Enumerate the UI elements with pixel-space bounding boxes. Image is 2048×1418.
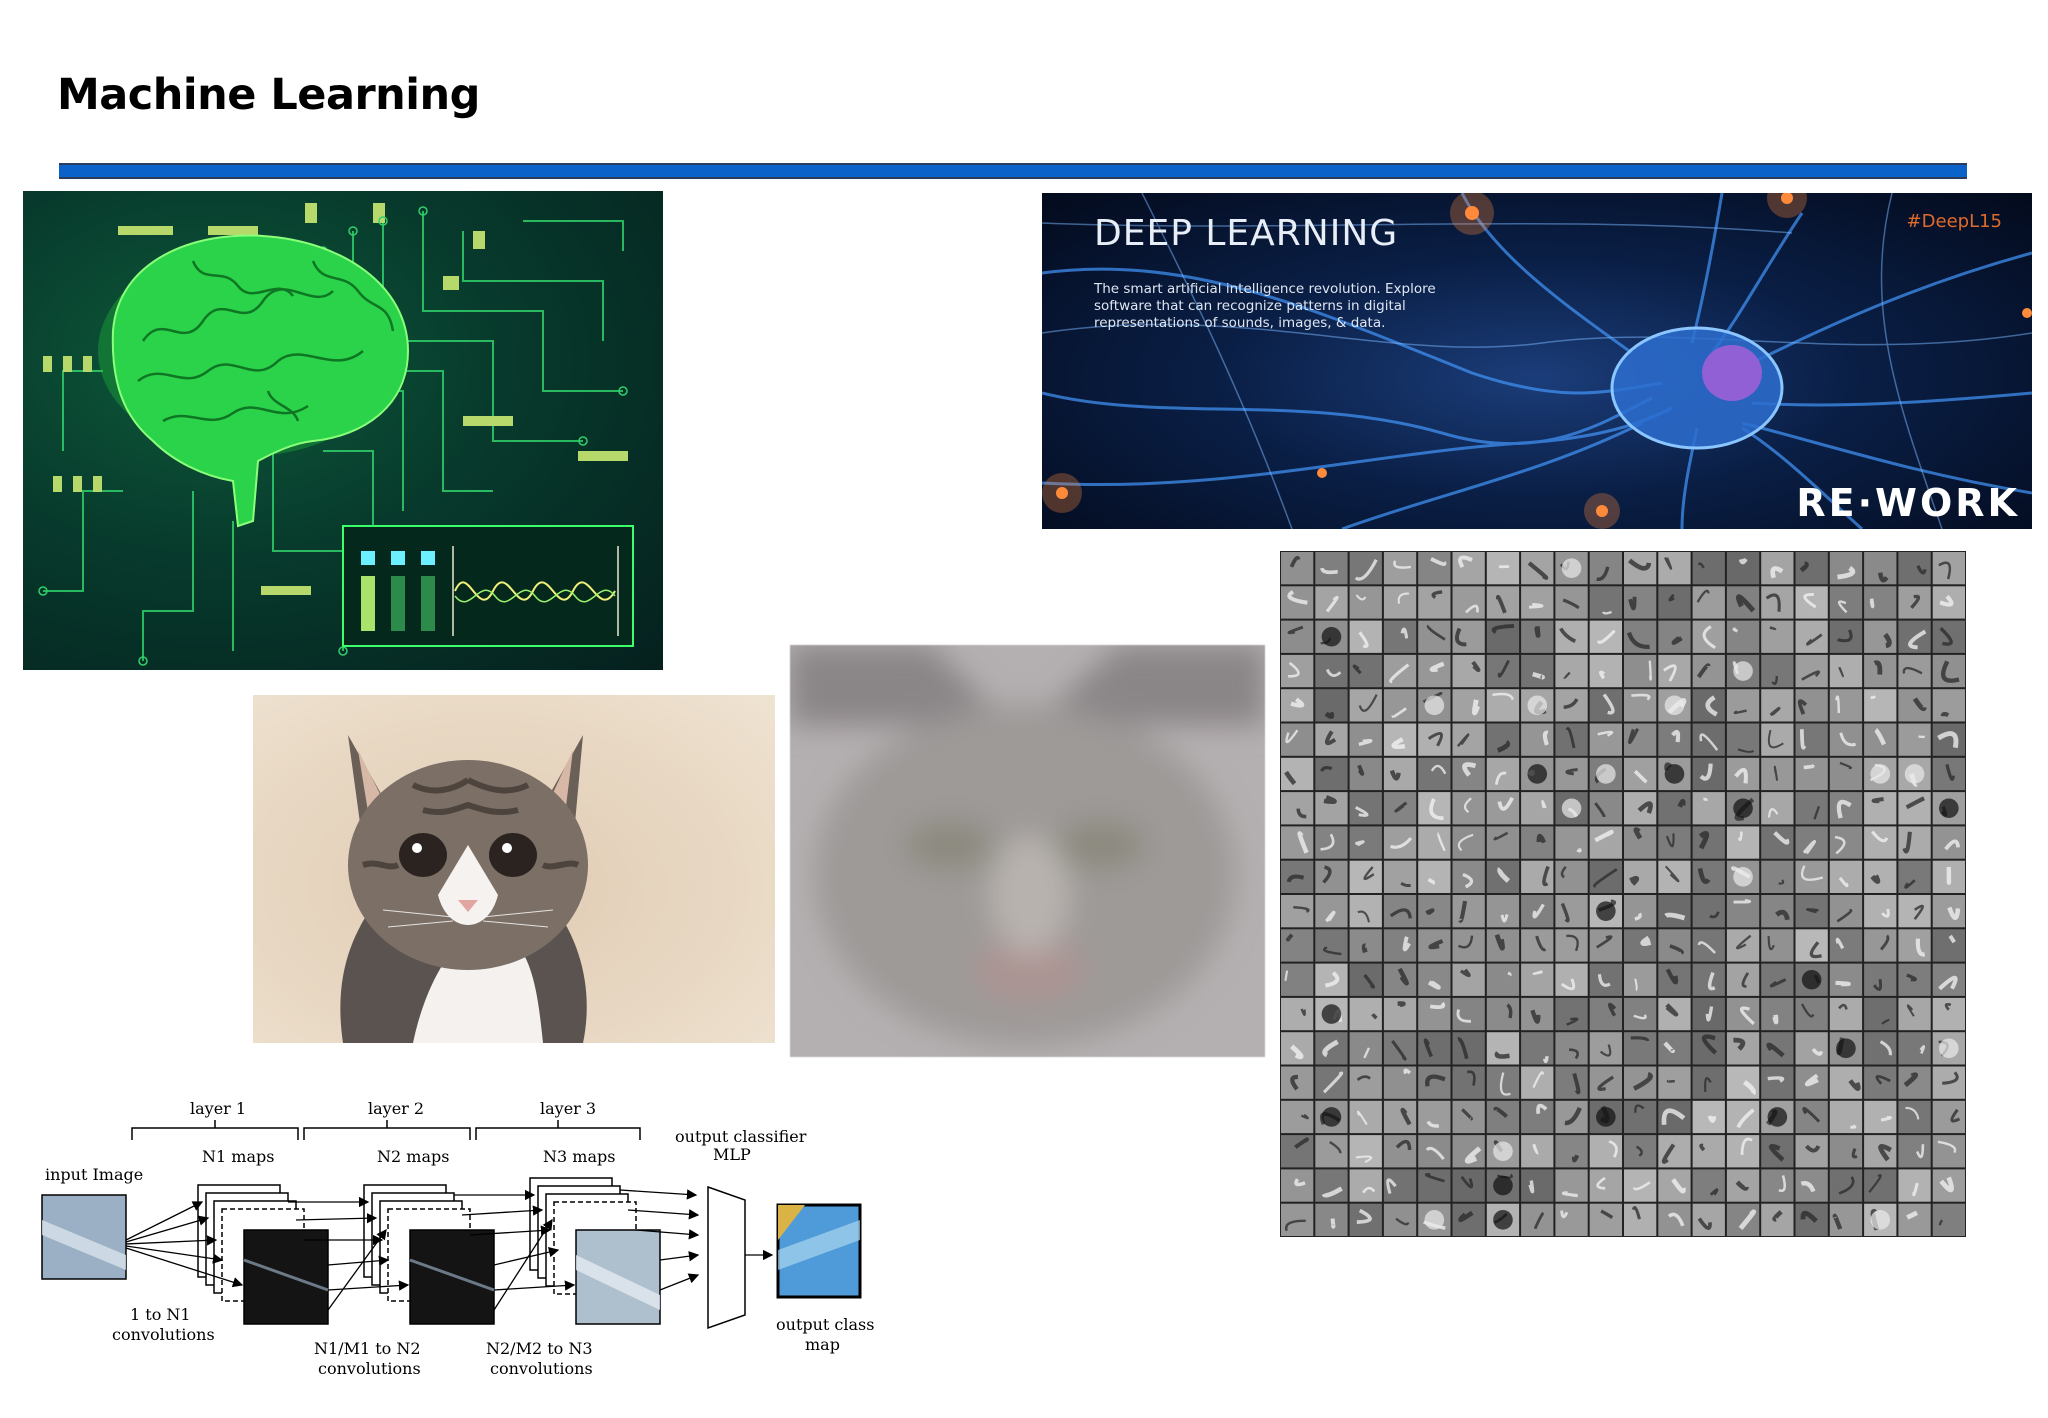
deep-learning-heading: DEEP LEARNING — [1094, 213, 1399, 254]
layer1-label: layer 1 — [190, 1099, 246, 1118]
reconstructed-cat-graphic — [790, 645, 1265, 1057]
n3-maps-label: N3 maps — [543, 1147, 615, 1166]
waveform-panel — [342, 525, 634, 647]
input-image-label: input Image — [45, 1165, 143, 1184]
rework-logo: RE·WORK — [1796, 481, 2020, 525]
layer2-label: layer 2 — [368, 1099, 424, 1118]
conv1-label-line1: 1 to N1 — [130, 1305, 191, 1324]
mlp-classifier-shape — [707, 1185, 746, 1330]
brain-circuit-image — [23, 191, 663, 670]
neuron-graphic — [1042, 193, 2032, 529]
deep-learning-banner: DEEP LEARNING The smart artificial intel… — [1042, 193, 2032, 529]
n2-maps-label: N2 maps — [377, 1147, 449, 1166]
deep-learning-hashtag: #DeepL15 — [1906, 211, 2002, 232]
cat-graphic — [340, 735, 588, 1043]
learned-features-grid — [1280, 551, 1966, 1237]
output-class-label-line1: output class — [776, 1315, 874, 1334]
features-graphic — [1281, 552, 1965, 1236]
deep-learning-description: The smart artificial intelligence revolu… — [1094, 281, 1436, 331]
title-divider — [59, 163, 1967, 179]
n2-feature-map — [409, 1229, 495, 1325]
output-class-label-line2: map — [805, 1335, 840, 1354]
brain-circuit-graphic — [38, 203, 634, 666]
conv3-label-line2: convolutions — [490, 1359, 593, 1378]
mlp-label: MLP — [713, 1145, 751, 1164]
conv1-label-line2: convolutions — [112, 1325, 215, 1344]
cnn-architecture-diagram: layer 1 layer 2 layer 3 N1 maps N2 maps … — [30, 1090, 890, 1390]
reconstructed-cat-image — [790, 645, 1265, 1057]
conv2-label-line1: N1/M1 to N2 — [314, 1339, 421, 1358]
conv2-label-line2: convolutions — [318, 1359, 421, 1378]
conv3-label-line1: N2/M2 to N3 — [486, 1339, 593, 1358]
cnn-diagram-graphic: layer 1 layer 2 layer 3 N1 maps N2 maps … — [41, 1099, 874, 1378]
page-title: Machine Learning — [57, 70, 480, 120]
cat-photo — [253, 695, 775, 1043]
n1-maps-label: N1 maps — [202, 1147, 274, 1166]
brain-icon — [98, 234, 410, 528]
output-classifier-label: output classifier — [675, 1127, 807, 1146]
n1-feature-map — [243, 1229, 329, 1325]
layer3-label: layer 3 — [540, 1099, 596, 1118]
